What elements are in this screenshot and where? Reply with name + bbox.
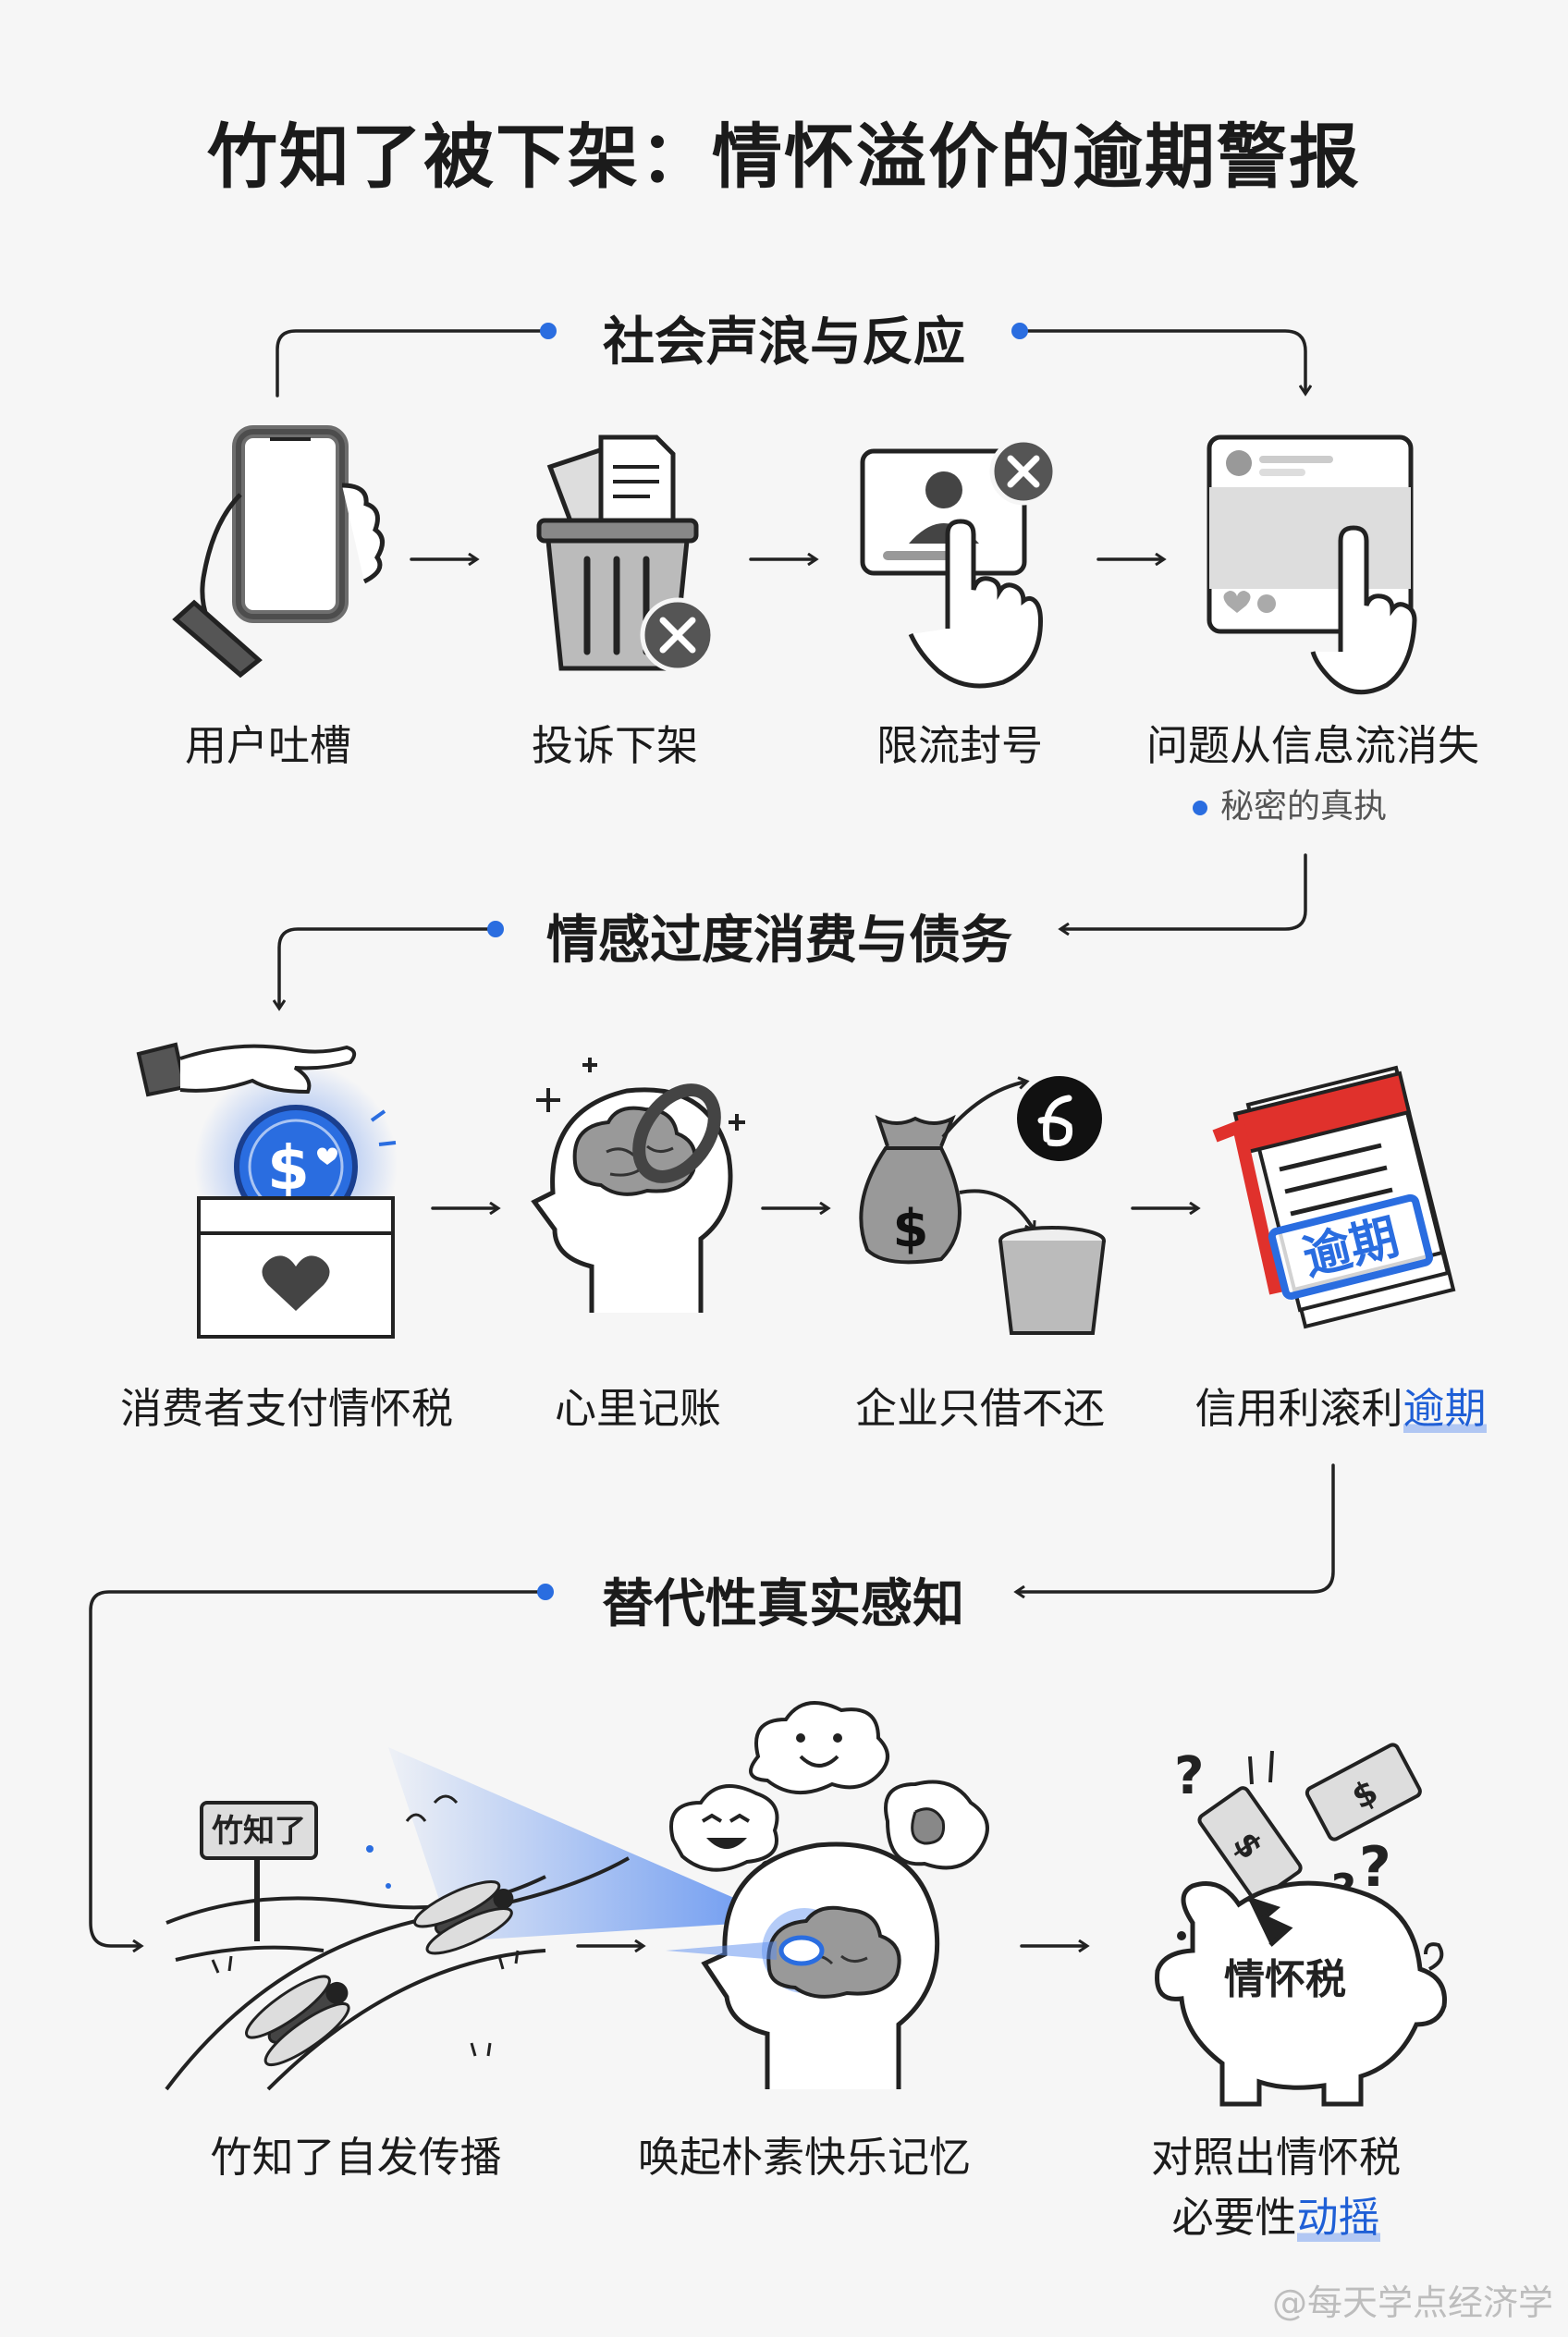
step-label-contrast-line2: 必要性动摇 [1100,2184,1452,2244]
cicada-hills-icon: 竹知了 [165,1747,749,2091]
phone-hand-icon [172,425,385,679]
piggy-label: 情怀税 [1224,1956,1346,2003]
overdue-calendar-icon: 逾期 [1212,1065,1456,1329]
restricted-account-icon [860,437,1058,689]
coin-heart-box-icon: $ [136,1042,398,1339]
step-label-complaint-takedown: 投诉下架 [531,721,698,770]
step-label-contrast-main: 必要性 [1171,2193,1297,2242]
svg-text:?: ? [1359,1835,1391,1900]
svg-text:$: $ [893,1199,929,1259]
watermark: @每天学点经济学 [1271,2282,1553,2323]
svg-text:$: $ [267,1132,310,1204]
step-label-user-complain: 用户吐槽 [184,721,351,770]
head-brain-ring-icon [531,1058,745,1313]
step-label-credit-overdue: 信用利滚利逾期 [1165,1375,1516,1435]
piggy-bank-icon: ? ? ? $ $ 情怀税 [1155,1743,1447,2107]
step-label-throttle-ban: 限流封号 [876,721,1043,770]
money-bag-borrow-icon: $ [859,1076,1106,1335]
step-note-text: 秘密的真执 [1220,788,1388,826]
step-label-happy-memory: 唤起朴素快乐记忆 [637,2133,971,2182]
step-label-spontaneous-spread: 竹知了自发传播 [210,2133,502,2182]
section-title-social: 社会声浪与反应 [603,312,965,373]
section-title-emotion-debt: 情感过度消费与债务 [546,911,1012,971]
step-note: 秘密的真执 [1193,779,1470,827]
section-title-perception: 替代性真实感知 [602,1574,964,1634]
svg-text:?: ? [1174,1746,1204,1806]
happy-memory-head-icon [666,1701,989,2089]
step-label-credit-highlight: 逾期 [1403,1384,1487,1433]
feed-disappear-icon [1207,434,1417,695]
note-dot [1193,801,1207,815]
trash-documents-icon [536,434,716,673]
step-label-disappear-from-feed: 问题从信息流消失 [1145,721,1479,770]
step-label-borrow-no-repay: 企业只借不还 [854,1384,1105,1433]
step-label-contrast-highlight: 动摇 [1296,2193,1380,2242]
page-title: 竹知了被下架：情怀溢价的逾期警报 [207,116,1361,198]
step-label-credit-main: 信用利滚利 [1194,1384,1403,1433]
signpost-text: 竹知了 [212,1813,306,1850]
step-label-mental-ledger: 心里记账 [554,1384,721,1433]
step-label-pay-nostalgia-tax: 消费者支付情怀税 [119,1384,453,1433]
step-label-contrast-line1: 对照出情怀税 [1150,2133,1401,2182]
